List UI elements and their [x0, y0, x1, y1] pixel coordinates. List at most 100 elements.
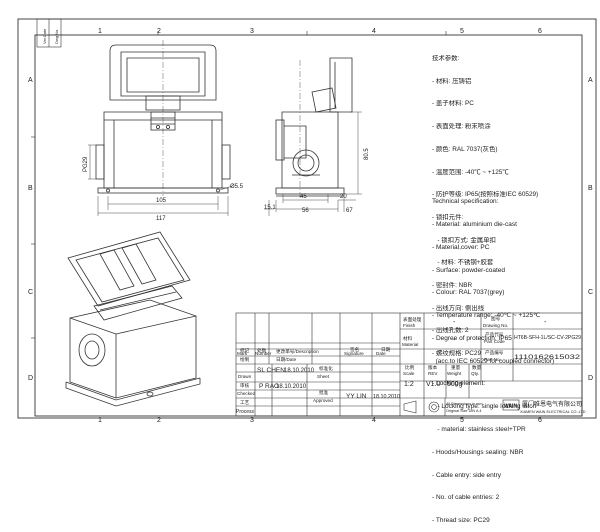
spec-cn-line: - 温度范围: -40℃ ~ +125℃: [432, 168, 509, 176]
grid-side: A B C D A B C D: [28, 77, 593, 382]
grid-top-4: 4: [372, 28, 376, 35]
tb-approved-date: 18.10.2010: [373, 394, 400, 400]
grid-bottom-6: 6: [538, 417, 542, 424]
spec-en-line: - Thread size: PC29: [432, 517, 490, 525]
tb-material-en: Material: [402, 342, 418, 347]
tb-approved-en: Approved: [313, 398, 333, 403]
tb-size-note: Original Size DIN A 4: [446, 409, 481, 413]
tb-drawn-by: SL CHEN: [257, 367, 285, 374]
dim-67: 67: [346, 208, 353, 214]
tb-part-no-cn: 产品编号: [485, 349, 504, 356]
tb-approved-cn: 批准: [319, 389, 329, 396]
tb-part-no-value: 1110162615032: [514, 354, 581, 361]
tb-weight-cn: 重量: [451, 364, 461, 371]
grid-bottom-4: 4: [372, 417, 376, 424]
spec-cn-line: - 锁扣方式: 金属单扣: [432, 236, 496, 244]
dim-height: 80.5: [364, 148, 370, 160]
tb-process-cn: 工艺: [240, 400, 250, 405]
spec-en-line: - Hoods/Housings sealing: NBR: [432, 448, 524, 456]
side-view: [275, 57, 353, 200]
side-view-dimensions: [264, 111, 362, 216]
tb-company-cn: 厦门唯恩电气有限公司: [522, 400, 582, 408]
dim-56: 56: [302, 208, 309, 214]
tb-scale-cn: 比例: [405, 364, 415, 371]
tb-rev-en: Mark: [237, 351, 248, 356]
tb-drawn-date: 18.10.2010: [284, 368, 315, 374]
tb-date-en: Date: [376, 351, 386, 356]
spec-en-line: - Locking element:: [432, 380, 486, 388]
tb-finish-value: -: [453, 319, 456, 326]
spec-cn-line: - 材料: 不锈钢+胶套: [432, 259, 494, 267]
spec-en-line: - Degree of protection: IP65: [432, 334, 512, 342]
spec-cn-line: - 表面处理: 粉末喷涂: [432, 123, 491, 131]
spec-en-line: - No. of cable entries: 2: [432, 494, 500, 502]
grid-top-2: 2: [157, 28, 161, 35]
tb-part-code-cn: 产品代号: [485, 331, 504, 338]
spec-en-line: - Cable entry: side entry: [432, 471, 502, 479]
tb-checked-by: P RAO: [259, 383, 279, 390]
spec-cn-line: - 颜色: RAL 7037(灰色): [432, 145, 498, 153]
tb-rev-value: V1.0: [426, 381, 441, 388]
grid-bottom-1: 1: [98, 417, 102, 424]
side-strip-mid: Dwg No.: [54, 29, 59, 44]
tb-weight-en: Weight: [447, 371, 462, 376]
grid-top-5: 5: [460, 28, 464, 35]
grid-top-6: 6: [538, 28, 542, 35]
grid-top: 1 2 3 4 5 6: [98, 28, 542, 35]
tb-company-en: XIAMEN WAIN ELECTRICAL CO.,LTD: [520, 410, 586, 414]
grid-left-a: A: [28, 77, 33, 84]
side-strip-top: Ver.Date: [42, 28, 47, 44]
tb-checked-en: Checked: [237, 391, 256, 396]
grid-bottom-2: 2: [157, 417, 161, 424]
spec-en-line: Technical specification:: [432, 198, 499, 206]
tb-qty-en: Qty.: [471, 371, 479, 376]
spec-cn-line: 技术参数:: [432, 55, 460, 63]
dim-thread: PG29: [83, 156, 89, 172]
tb-material-cn: 材料: [403, 335, 413, 342]
spec-en-line: - Material: aluminium die-cast: [432, 220, 517, 228]
grid-bottom-3: 3: [250, 417, 254, 424]
technical-drawing-sheet: 1 2 3 4 5 6 1 2 3 4 5 6 A B C D A B C D …: [17, 18, 597, 424]
grid-left-d: D: [28, 375, 33, 382]
tb-rev-cn: 标记: [240, 347, 250, 354]
tb-drawn-en: Drawn: [238, 374, 252, 379]
side-strip: Ver.Date Dwg No.: [36, 18, 62, 48]
spec-cn-line: - 出线孔数: 2: [432, 327, 469, 335]
tb-date-cn: 日期: [381, 347, 391, 353]
tb-count-cn: 处数: [257, 347, 267, 354]
tb-weight-value: 500g: [447, 381, 463, 388]
dim-outer-width: 117: [156, 216, 166, 222]
grid-right-d: D: [588, 375, 593, 382]
grid-left-c: C: [28, 289, 33, 296]
tb-qty-cn: 数量: [472, 364, 482, 371]
tb-finish-en: Finish: [403, 323, 416, 328]
tb-process-en: Process: [236, 409, 255, 415]
tb-scale-value: 1:2: [404, 381, 414, 388]
tb-drawing-no-en: Drawing No.: [483, 323, 508, 328]
spec-cn-line: - 材料: 压铸铝: [432, 77, 472, 85]
tb-part-no-en: Part No.: [484, 357, 501, 362]
grid-right-a: A: [588, 77, 593, 84]
dim-base: 15.1: [264, 205, 276, 211]
tb-scale-en: Scale: [403, 371, 415, 376]
spec-en-line: - Surface: powder-coated: [432, 266, 505, 274]
spec-en-line: (acc.to IEC 60529 for coupled connector): [432, 357, 555, 365]
spec-cn-line: - 锁扣元件:: [432, 213, 464, 221]
grid-left-b: B: [28, 185, 33, 192]
spec-en-line: - Colour: RAL 7037(grey): [432, 289, 505, 297]
tb-count-en: Number: [255, 351, 272, 356]
spec-cn-line: - 盖子材料: PC: [432, 100, 474, 108]
tb-rev-label-en: REV: [428, 371, 438, 376]
front-view: [95, 40, 231, 196]
tb-checked-date: 18.10.2010: [276, 384, 307, 390]
grid-top-3: 3: [250, 28, 254, 35]
tb-part-code-en: Part Code: [484, 339, 505, 344]
dim-inner-width: 105: [156, 198, 167, 204]
grid-bottom: 1 2 3 4 5 6: [98, 417, 542, 424]
tb-checked-cn: 审核: [240, 382, 250, 389]
isometric-view: [65, 231, 201, 407]
tb-drawing-no-value: -: [544, 319, 547, 326]
dim-20: 20: [340, 194, 347, 200]
tb-drawing-no-cn: 图号: [491, 316, 501, 322]
spec-en-line: - Temperature range: -40℃ ~ +125℃: [432, 312, 541, 320]
